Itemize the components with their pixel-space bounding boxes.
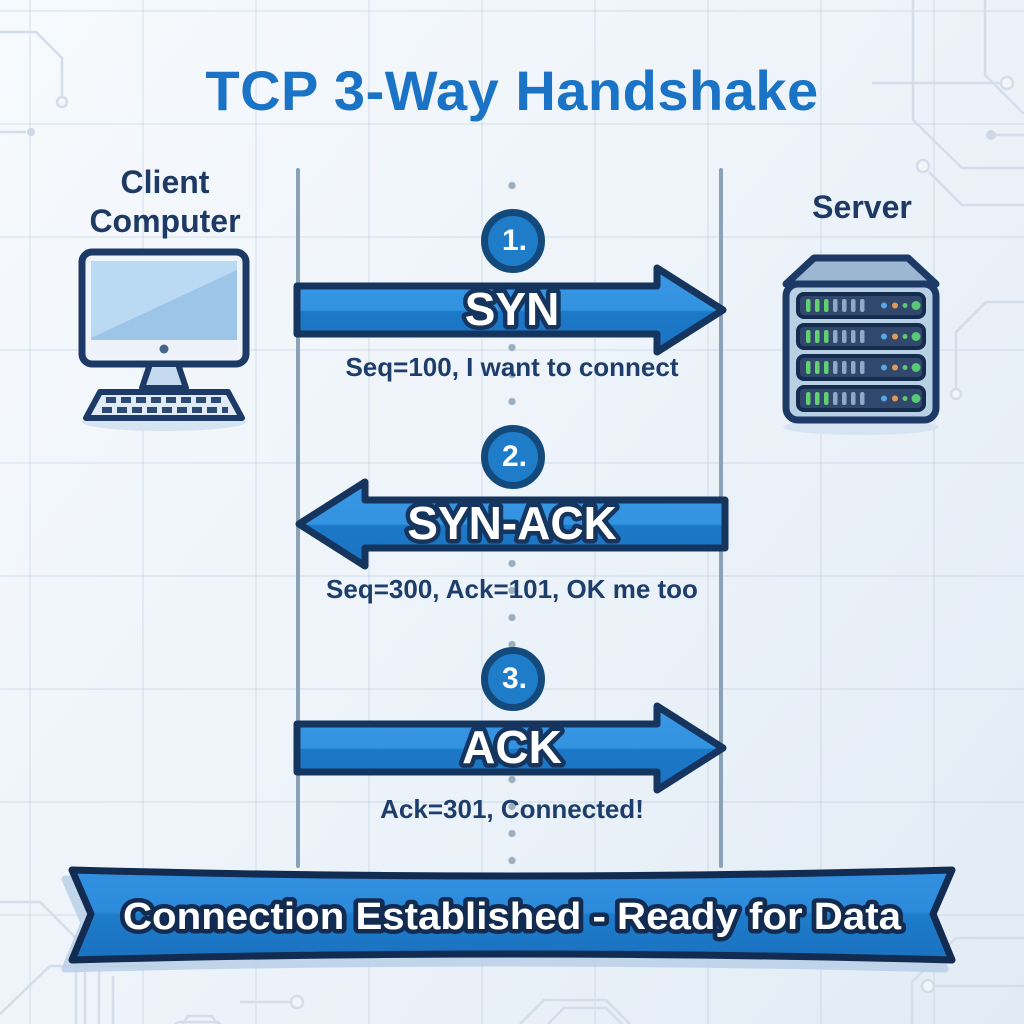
step-1-detail: Seq=100, I want to connect xyxy=(345,352,679,382)
page-title: TCP 3-Way Handshake xyxy=(205,59,819,122)
step-3-badge: 3. xyxy=(481,647,545,711)
ack-arrow-right: ACK xyxy=(293,702,727,794)
arrow-shape xyxy=(295,478,729,570)
step-1-badge: 1. xyxy=(481,209,545,273)
step-2-number: 2. xyxy=(501,440,528,473)
monitor-stand xyxy=(139,361,189,391)
arrow-shape xyxy=(293,702,727,794)
screen-glare xyxy=(91,261,237,338)
server-label: Server xyxy=(812,189,912,225)
server-leds xyxy=(806,299,921,405)
client-lifeline xyxy=(296,168,300,868)
syn-ack-arrow-label: SYN-ACK xyxy=(407,497,617,549)
server-slots xyxy=(796,292,926,412)
syn-arrow-label: SYN xyxy=(465,283,560,335)
server-rack-icon xyxy=(782,254,940,435)
step-3-number: 3. xyxy=(501,662,528,695)
banner-label: Connection Established - Ready for Data xyxy=(123,896,902,938)
ack-arrow-label: ACK xyxy=(462,721,562,773)
arrow-shape xyxy=(293,264,727,356)
step-1-number: 1. xyxy=(501,224,528,257)
connection-established-banner: Connection Established - Ready for Data xyxy=(68,866,956,964)
step-2-detail: Seq=300, Ack=101, OK me too xyxy=(326,574,698,604)
step-3-detail: Ack=301, Connected! xyxy=(380,794,644,824)
syn-arrow-right: SYN xyxy=(293,264,727,356)
keyboard xyxy=(83,389,245,421)
client-label: Client Computer xyxy=(89,164,241,240)
power-dot xyxy=(159,344,169,354)
step-2-badge: 2. xyxy=(481,425,545,489)
desktop-computer-icon xyxy=(78,248,250,431)
syn-ack-arrow-left: SYN-ACK xyxy=(295,478,729,570)
server-top xyxy=(782,254,940,288)
